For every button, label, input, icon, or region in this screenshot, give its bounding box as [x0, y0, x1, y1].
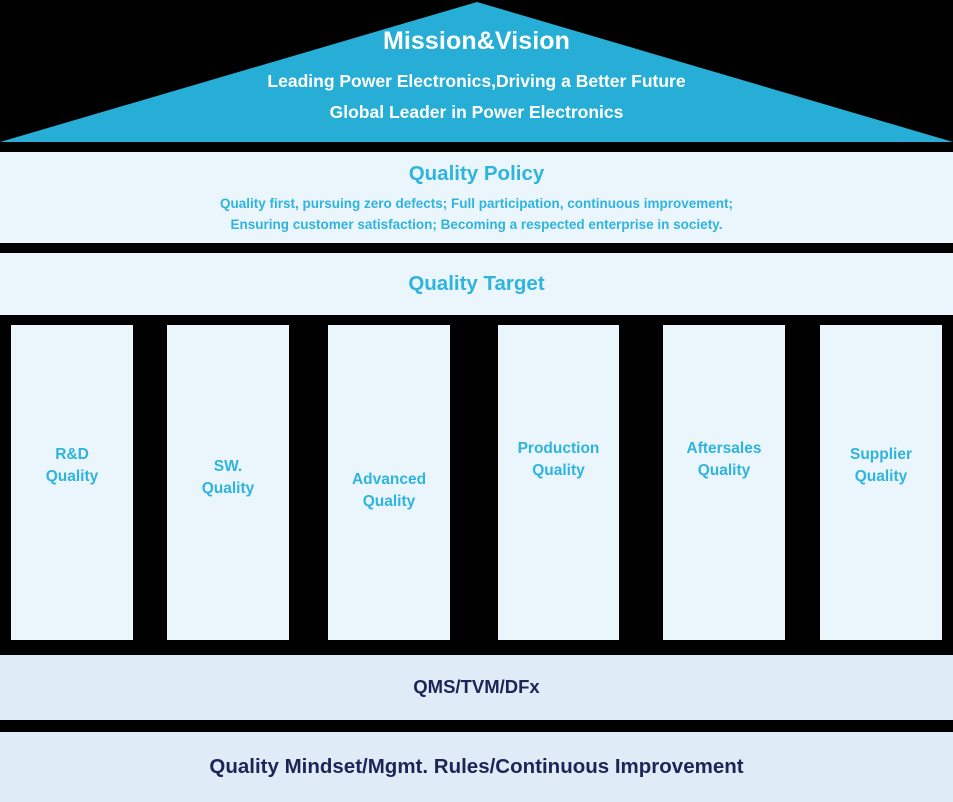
pillar-label: SW. Quality [167, 456, 289, 500]
qms-foundation-band: QMS/TVM/DFx [0, 655, 953, 720]
pillar-label-line-1: Supplier [849, 446, 912, 463]
pillar-supplier-quality: Supplier Quality [820, 325, 942, 640]
pillar-label-line-1: R&D [55, 446, 89, 463]
qms-foundation-label: QMS/TVM/DFx [413, 676, 540, 698]
pillar-aftersales-quality: Aftersales Quality [663, 325, 785, 640]
roof-triangle-shape [0, 2, 953, 142]
roof-pediment: Mission&Vision Leading Power Electronics… [0, 0, 953, 142]
quality-policy-line-1: Quality first, pursuing zero defects; Fu… [219, 196, 734, 212]
pillar-label-line-2: Quality [697, 462, 751, 479]
pillar-label: Advanced Quality [328, 469, 450, 513]
pillar-label-line-1: Advanced [351, 471, 427, 488]
pillar-label-line-2: Quality [854, 468, 908, 485]
pillar-label: Production Quality [498, 438, 619, 482]
pillar-label: Supplier Quality [820, 444, 942, 488]
pillar-label-line-2: Quality [45, 468, 99, 485]
pillar-label: Aftersales Quality [663, 438, 785, 482]
pillar-advanced-quality: Advanced Quality [328, 325, 450, 640]
mindset-foundation-band: Quality Mindset/Mgmt. Rules/Continuous I… [0, 732, 953, 802]
pillar-production-quality: Production Quality [498, 325, 619, 640]
mindset-foundation-label: Quality Mindset/Mgmt. Rules/Continuous I… [209, 754, 744, 778]
quality-policy-band: Quality Policy Quality first, pursuing z… [0, 152, 953, 243]
pillar-label-line-2: Quality [362, 493, 416, 510]
quality-policy-title: Quality Policy [408, 161, 545, 185]
pillar-label: R&D Quality [11, 444, 133, 488]
quality-policy-line-2: Ensuring customer satisfaction; Becoming… [230, 217, 723, 233]
quality-target-title: Quality Target [408, 271, 545, 295]
pillars-row: R&D Quality SW. Quality Advanced Quality… [0, 325, 953, 640]
pillar-label-line-2: Quality [532, 462, 585, 479]
pillar-sw-quality: SW. Quality [167, 325, 289, 640]
pillar-label-line-1: Production [517, 440, 600, 457]
pillar-label-line-1: SW. [213, 458, 243, 475]
pillar-label-line-1: Aftersales [686, 440, 762, 457]
pillar-label-line-2: Quality [201, 480, 255, 497]
pillar-rd-quality: R&D Quality [11, 325, 133, 640]
quality-target-band: Quality Target [0, 253, 953, 315]
